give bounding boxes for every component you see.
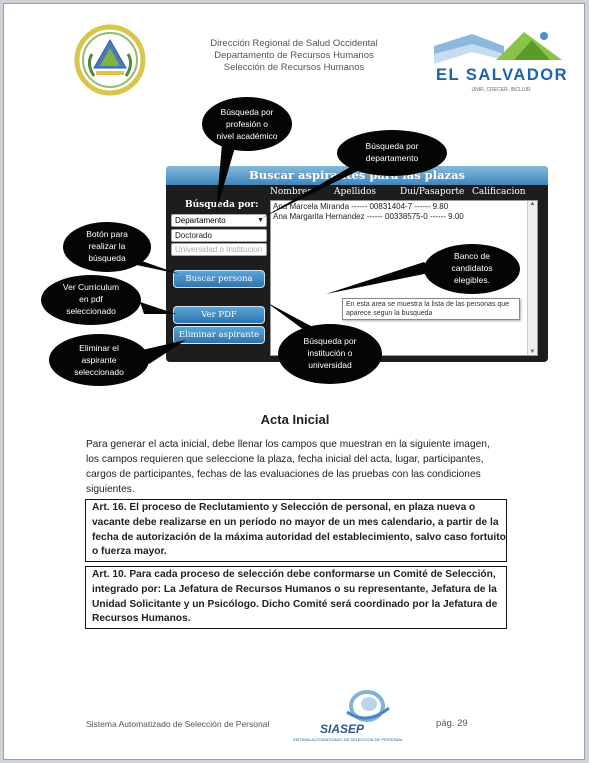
- callout-curriculum-text: Ver Curriculum en pdf seleccionado: [42, 281, 140, 317]
- header-line-2: Departamento de Recursos Humanos: [214, 50, 374, 61]
- el-salvador-logo: [434, 32, 562, 64]
- article-line: Art. 10. Para cada proceso de selección …: [92, 569, 496, 580]
- callout-pointer-profession: [216, 144, 236, 212]
- page-number: pág. 29: [436, 718, 468, 729]
- list-item[interactable]: Ana Margarita Hernandez ------ 00338575-…: [273, 212, 464, 221]
- callout-department-text: Búsqueda por departamento: [342, 140, 442, 164]
- callout-line: Banco de: [454, 251, 490, 261]
- document-header: Dirección Regional de Salud Occidental D…: [174, 38, 414, 74]
- callout-candidates-bubble: [424, 244, 520, 294]
- scrollbar[interactable]: ▲ ▼: [527, 201, 537, 355]
- callout-line: Búsqueda por: [303, 336, 357, 346]
- section-title: Acta Inicial: [260, 412, 330, 427]
- footer-system-name: Sistema Automatizado de Selección de Per…: [86, 719, 270, 729]
- document-page: Dirección Regional de Salud Occidental D…: [3, 3, 585, 760]
- profession-input[interactable]: Doctorado: [171, 229, 267, 242]
- scroll-down-icon[interactable]: ▼: [529, 349, 536, 355]
- paragraph-line: siguientes.: [86, 484, 135, 495]
- callout-line: Búsqueda por: [365, 141, 419, 151]
- callout-line: Búsqueda por: [220, 107, 274, 117]
- callout-bubbles: [41, 97, 520, 386]
- callout-line: seleccionado: [66, 306, 116, 316]
- intro-paragraph: Para generar el acta inicial, debe llena…: [86, 437, 516, 497]
- callout-candidates-text: Banco de candidatos elegibles.: [426, 250, 518, 286]
- callout-line: Ver Curriculum: [62, 282, 120, 292]
- coat-of-arms-logo: [74, 24, 146, 96]
- callout-delete-bubble: [49, 334, 149, 386]
- article-line: Unidad Solicitante y un Psicólogo. Dicho…: [92, 598, 498, 610]
- header-line-1: Dirección Regional de Salud Occidental: [210, 38, 378, 49]
- siasep-subtitle: SISTEMA AUTOMATIZADO DE SELECCION DE PER…: [293, 737, 404, 742]
- callout-line: realizar la: [88, 241, 126, 251]
- callout-line: nivel académico: [216, 131, 278, 141]
- callout-line: Botón para: [86, 229, 128, 239]
- callout-search-bubble: [63, 222, 151, 272]
- chevron-down-icon: ▼: [257, 217, 264, 224]
- callout-delete-text: Eliminar el aspirante seleccionado: [49, 342, 149, 378]
- paragraph-line: cargos de participantes, fechas de las e…: [86, 469, 481, 480]
- paragraph-line: Para generar el acta inicial, debe llena…: [86, 439, 490, 450]
- callout-line: búsqueda: [88, 253, 126, 263]
- department-select-value: Departamento: [175, 216, 226, 225]
- article-line: Recursos Humanos.: [92, 613, 191, 625]
- callout-line: universidad: [308, 360, 352, 370]
- callout-line: Eliminar el: [79, 343, 119, 353]
- search-applicants-panel: Buscar aspirantes para las plazas Nombre…: [166, 166, 548, 362]
- callout-pointer-curriculum: [140, 302, 176, 314]
- callout-pointer-institution: [266, 302, 322, 332]
- callout-curriculum-bubble: [41, 275, 141, 325]
- callout-department-bubble: [337, 130, 447, 176]
- callout-pointer-department: [262, 162, 376, 218]
- callout-search-text: Botón para realizar la búsqueda: [64, 228, 150, 264]
- el-salvador-wordmark: EL SALVADOR: [436, 66, 569, 84]
- article-line: o fuerza mayor.: [92, 546, 167, 558]
- article-line: vacante debe realizarse en un período no…: [92, 516, 499, 528]
- column-header-calificacion: Calificacion: [472, 187, 526, 197]
- column-header-dui: Dui/Pasaporte: [400, 187, 465, 197]
- paragraph-line: los campos requieren que seleccione la p…: [86, 454, 484, 465]
- list-tooltip: En esta area se muestra la lista de las …: [342, 298, 520, 320]
- panel-title: Buscar aspirantes para las plazas: [166, 166, 548, 185]
- article-line: Art. 16. El proceso de Reclutamiento y S…: [92, 502, 476, 513]
- siasep-logo: [346, 690, 390, 722]
- callout-line: profesión o: [225, 119, 269, 129]
- callout-line: en pdf: [79, 294, 103, 304]
- header-line-3: Selección de Recursos Humanos: [223, 62, 365, 73]
- scroll-up-icon[interactable]: ▲: [529, 201, 536, 207]
- siasep-wordmark: SIASEP: [320, 722, 365, 736]
- callout-pointer-delete: [142, 340, 186, 364]
- callout-line: institución o: [307, 348, 353, 358]
- article-line: integrado por: La Jefatura de Recursos H…: [92, 583, 497, 595]
- institution-input[interactable]: Universidad o Institucion: [171, 243, 267, 256]
- callout-line: seleccionado: [74, 367, 124, 377]
- callout-line: departamento: [365, 153, 419, 163]
- callout-profession-text: Búsqueda por profesión o nivel académico: [202, 106, 292, 142]
- callout-institution-text: Búsqueda por institución o universidad: [280, 335, 380, 371]
- delete-applicant-button[interactable]: Eliminar aspirante: [173, 326, 265, 344]
- article-10-box: Art. 10. Para cada proceso de selección …: [85, 566, 507, 630]
- callout-institution-bubble: [278, 324, 382, 384]
- el-salvador-slogan: UNIR, CRECER, INCLUIR: [471, 87, 531, 93]
- view-pdf-button[interactable]: Ver PDF: [173, 306, 265, 324]
- callout-line: candidatos: [451, 263, 493, 273]
- article-line: fecha de autorización de la máxima autor…: [92, 531, 506, 543]
- list-item[interactable]: Ana Marcela Miranda ------ 00831404-7 --…: [273, 202, 449, 211]
- department-select[interactable]: Departamento ▼: [171, 214, 267, 227]
- column-header-apellidos: Apellidos: [334, 187, 377, 197]
- article-16-box: Art. 16. El proceso de Reclutamiento y S…: [85, 499, 507, 563]
- callout-profession-bubble: [202, 97, 292, 151]
- search-by-label: Búsqueda por:: [185, 200, 259, 210]
- callout-line: elegibles.: [454, 275, 490, 285]
- column-header-nombres: Nombres: [270, 187, 312, 197]
- callout-pointer-candidates: [326, 262, 434, 294]
- search-person-button[interactable]: Buscar persona: [173, 270, 265, 288]
- callout-line: aspirante: [81, 355, 117, 365]
